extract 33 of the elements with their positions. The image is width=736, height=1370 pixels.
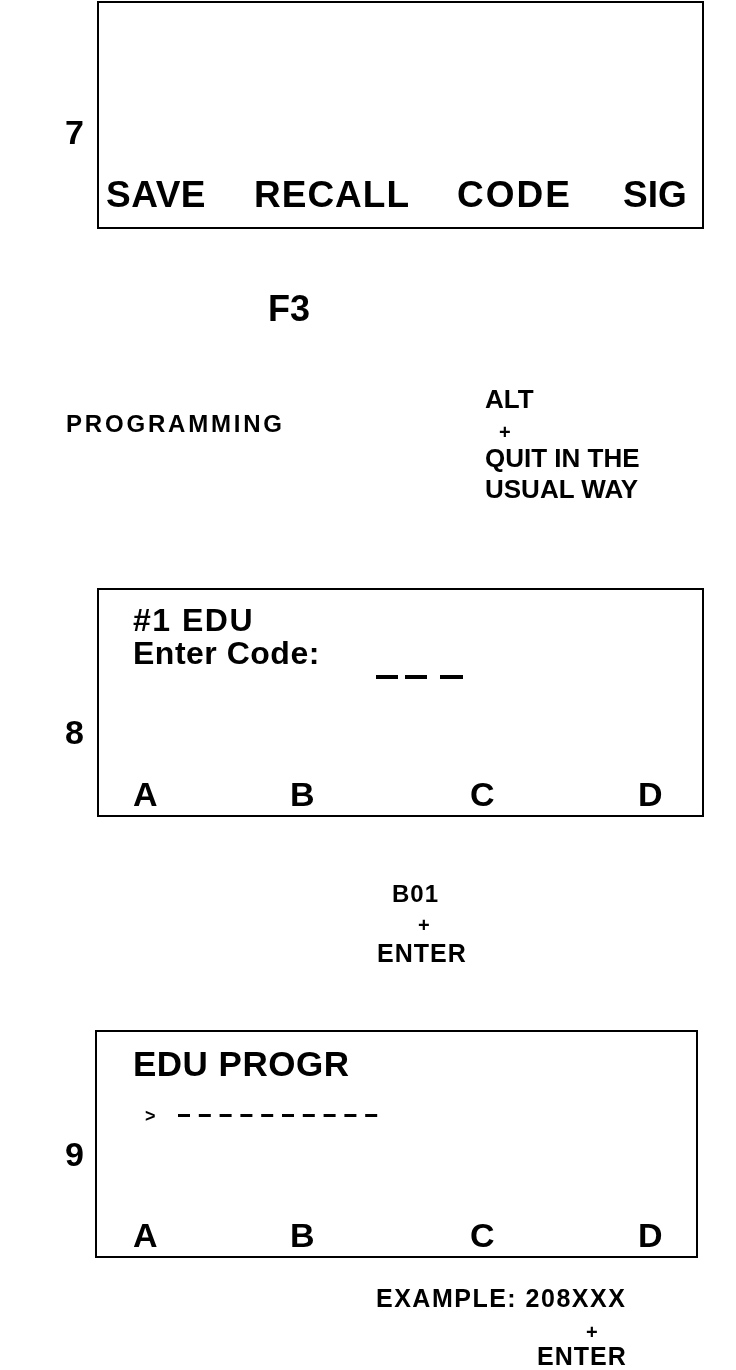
display-screen bbox=[97, 588, 704, 817]
key-name: B01 bbox=[392, 881, 440, 906]
display-screen bbox=[97, 1, 704, 229]
key-name: F3 bbox=[268, 291, 310, 328]
key-name: ALT bbox=[485, 385, 534, 412]
instruction-text: EXAMPLE: 208XXX bbox=[376, 1285, 627, 1311]
step-number: 8 bbox=[65, 714, 84, 749]
key-name: ENTER bbox=[537, 1343, 627, 1369]
plus-sign: + bbox=[499, 422, 511, 442]
soft-key-label: D bbox=[638, 776, 663, 811]
soft-key-label: SAVE bbox=[106, 176, 206, 214]
instruction-text: QUIT IN THE USUAL WAY bbox=[485, 443, 641, 506]
soft-key-label: CODE bbox=[457, 176, 572, 214]
soft-key-label: C bbox=[470, 776, 495, 811]
display-screen bbox=[95, 1030, 698, 1258]
mode-label: PROGRAMMING bbox=[66, 411, 285, 436]
key-name: ENTER bbox=[377, 940, 467, 966]
display-text: Enter Code: bbox=[133, 636, 320, 669]
display-text: #1 EDU bbox=[133, 603, 255, 636]
plus-sign: + bbox=[586, 1322, 598, 1342]
step-number: 9 bbox=[65, 1136, 84, 1171]
soft-key-label: SIG bbox=[623, 176, 687, 214]
soft-key-label: B bbox=[290, 1217, 315, 1252]
cursor-prompt: > bbox=[145, 1107, 156, 1125]
soft-key-label: D bbox=[638, 1217, 663, 1252]
step-number: 7 bbox=[65, 114, 84, 149]
soft-key-label: A bbox=[133, 1217, 158, 1252]
plus-sign: + bbox=[418, 915, 430, 935]
soft-key-label: B bbox=[290, 776, 315, 811]
soft-key-label: RECALL bbox=[254, 176, 411, 214]
display-text: EDU PROGR bbox=[133, 1046, 350, 1082]
soft-key-label: C bbox=[470, 1217, 495, 1252]
soft-key-label: A bbox=[133, 776, 158, 811]
